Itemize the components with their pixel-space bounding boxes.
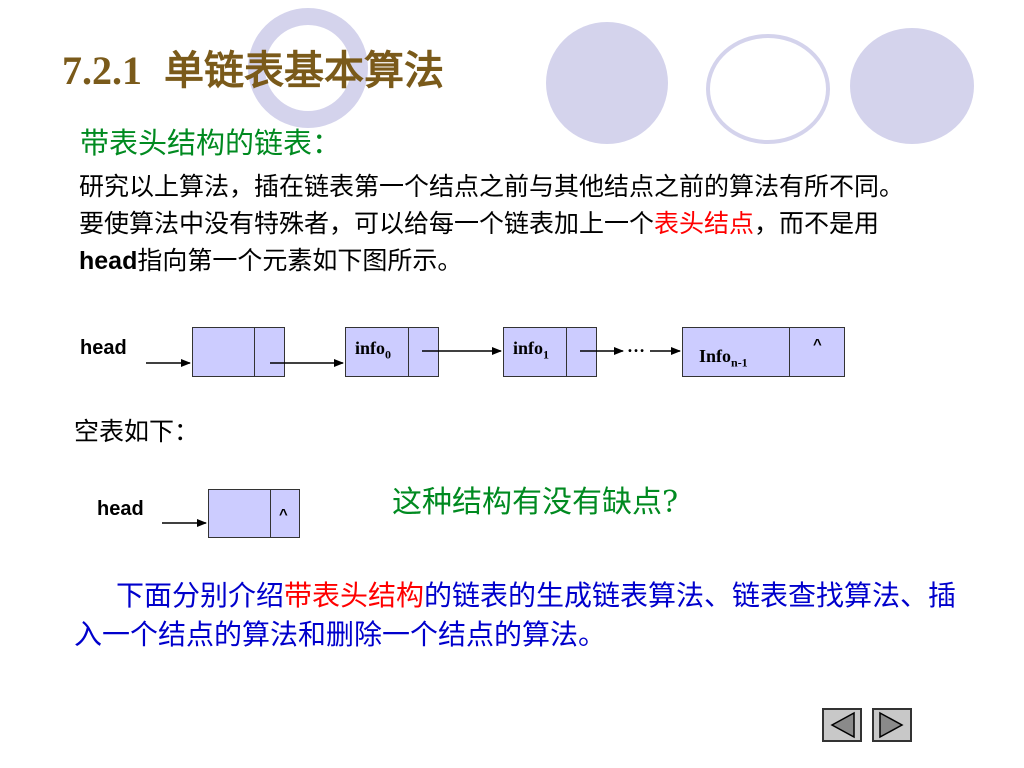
list-node-1: info1 — [503, 327, 597, 377]
decor-ring-2 — [706, 34, 830, 144]
para-head-word: head — [79, 247, 138, 275]
null-pointer-mark: ^ — [813, 336, 822, 353]
page-title: 7.2.1 单链表基本算法 — [62, 38, 444, 96]
subheading: 带表头结构的链表： — [80, 126, 342, 160]
para-text-2: ，而不是用 — [754, 209, 880, 238]
decor-circle-2 — [546, 22, 668, 144]
para-text-3: 指向第一个元素如下图所示。 — [137, 246, 463, 275]
node-1-info: info1 — [513, 338, 550, 362]
summary-text-1: 下面分别介绍 — [116, 579, 285, 612]
section-title: 单链表基本算法 — [164, 47, 444, 94]
empty-header-node: ^ — [208, 489, 300, 538]
list-node-last: Infon-1 ^ — [682, 327, 845, 377]
header-node — [192, 327, 285, 377]
triangle-left-icon — [830, 711, 855, 739]
prev-slide-button[interactable] — [822, 708, 862, 742]
question-text: 这种结构有没有缺点? — [392, 485, 679, 520]
node-0-info: info0 — [355, 338, 392, 362]
decor-circle-3 — [850, 28, 974, 144]
para-text-1: 研究以上算法，插在链表第一个结点之前与其他结点之前的算法有所不同。要使算法中没有… — [79, 172, 905, 238]
para-highlight: 表头结点 — [654, 209, 755, 238]
decor-ring-1 — [262, 22, 354, 114]
empty-head-label: head — [97, 498, 144, 520]
next-slide-button[interactable] — [872, 708, 912, 742]
ellipsis: … — [627, 336, 645, 356]
empty-null-mark: ^ — [279, 506, 288, 523]
list-head-label: head — [80, 337, 127, 359]
empty-list-label: 空表如下： — [74, 417, 200, 446]
triangle-right-icon — [879, 711, 904, 739]
summary-highlight: 带表头结构 — [284, 579, 425, 612]
section-number: 7.2.1 — [62, 48, 142, 93]
summary-paragraph: 下面分别介绍带表头结构的链表的生成链表算法、链表查找算法、插入一个结点的算法和删… — [74, 576, 974, 654]
intro-paragraph: 研究以上算法，插在链表第一个结点之前与其他结点之前的算法有所不同。要使算法中没有… — [79, 168, 919, 280]
node-last-info: Infon-1 — [699, 346, 748, 370]
summary-text-2: 的链表的生成链表算法、链表查找算法、插入一个结点的算法和删除一个结点的算法。 — [74, 579, 957, 651]
list-node-0: info0 — [345, 327, 439, 377]
